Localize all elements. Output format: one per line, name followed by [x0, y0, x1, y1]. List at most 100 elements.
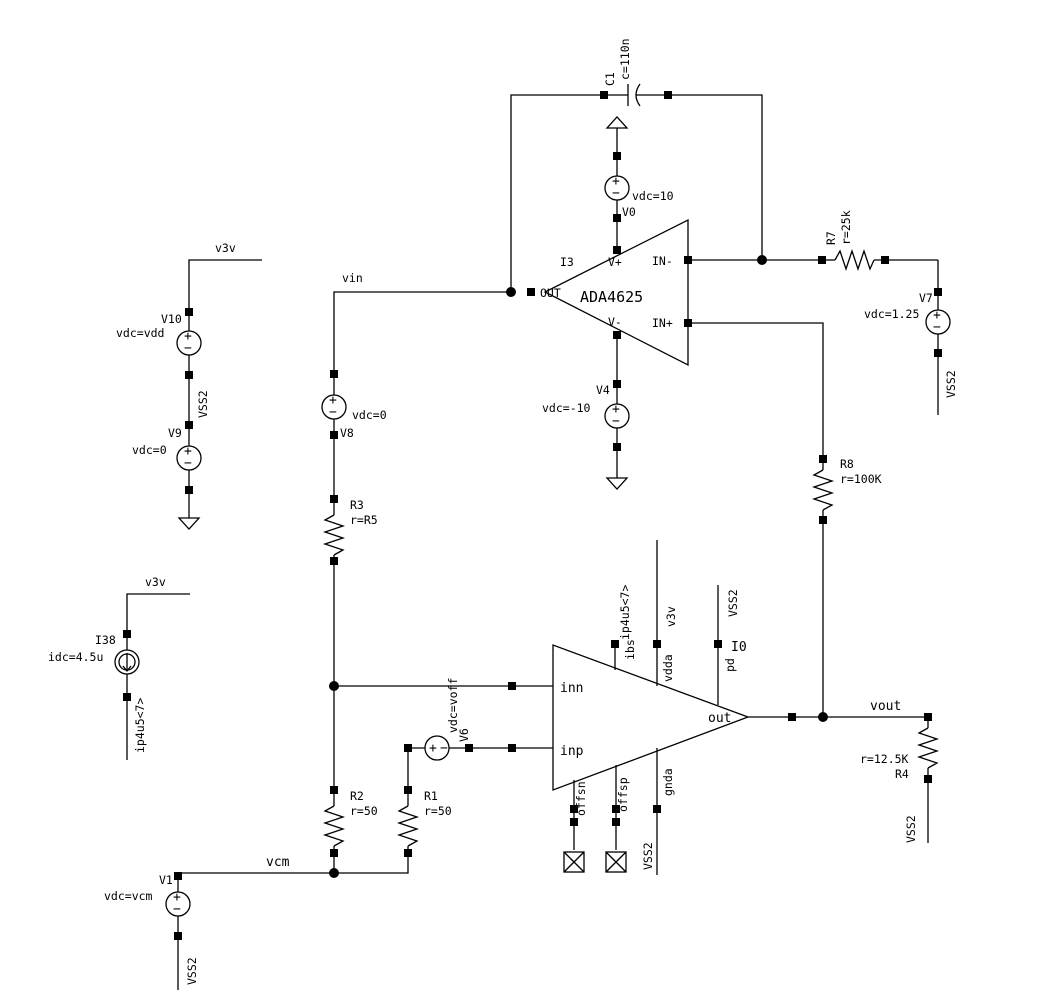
capacitor-c1-value: c=110n	[618, 38, 632, 80]
amplifier-triangle	[552, 644, 750, 791]
pin-marker	[330, 431, 338, 439]
pin-marker	[404, 849, 412, 857]
source-v10-value: vdc=vdd	[116, 326, 164, 340]
pin-marker	[600, 91, 608, 99]
pin-marker	[714, 640, 722, 648]
source-v0[interactable]: + − vdc=10 V0	[604, 116, 674, 250]
resistor-r2-name: R2	[350, 789, 364, 803]
source-v9[interactable]: + − V9 vdc=0	[132, 426, 202, 530]
capacitor-c1[interactable]: C1 c=110n	[510, 38, 763, 292]
pin-marker	[613, 152, 621, 160]
ground-symbol	[177, 517, 201, 530]
pin-marker	[123, 693, 131, 701]
pin-marker	[185, 371, 193, 379]
resistor-r3-value: r=R5	[350, 513, 378, 527]
resistor-r8[interactable]: R8 r=100K	[688, 322, 882, 717]
pin-marker	[174, 872, 182, 880]
source-v6[interactable]: + − vdc=voff V6	[407, 678, 553, 806]
pin-marker	[612, 818, 620, 826]
resistor-r1-value: r=50	[424, 804, 452, 818]
net-label-vss2: VSS2	[904, 815, 918, 843]
opamp-ada4625-instance: I3	[560, 255, 574, 269]
source-v10[interactable]: v3v + − V10 vdc=vdd VSS2	[116, 241, 262, 446]
pin-marker	[330, 557, 338, 565]
source-v10-name: V10	[161, 312, 182, 326]
source-v7[interactable]: + − V7 vdc=1.25 VSS2	[864, 260, 958, 415]
source-v0-name: V0	[622, 205, 636, 219]
net-label-v3v: v3v	[215, 241, 236, 255]
pin-marker	[185, 308, 193, 316]
resistor-zigzag	[322, 514, 346, 556]
source-v7-value: vdc=1.25	[864, 307, 919, 321]
pin-marker	[185, 421, 193, 429]
current-source-i38[interactable]: v3v I38 idc=4.5u ip4u5<7>	[48, 575, 190, 760]
source-v8-value: vdc=0	[352, 408, 387, 422]
wire-r1-to-v6	[407, 747, 425, 806]
pin-marker	[570, 818, 578, 826]
wire-c1-right	[668, 94, 763, 260]
source-v1-name: V1	[159, 873, 173, 887]
source-v8-name: V8	[340, 426, 354, 440]
resistor-r8-name: R8	[840, 457, 854, 471]
pin-marker	[818, 256, 826, 264]
wire-c1-left	[510, 94, 604, 292]
resistor-zigzag	[396, 805, 420, 847]
junction-dots	[329, 255, 828, 878]
noconn-terminal	[605, 851, 627, 873]
source-v4[interactable]: + − V4 vdc=-10	[542, 335, 630, 490]
pin-marker	[881, 256, 889, 264]
resistor-r2[interactable]: R2 r=50	[322, 789, 378, 873]
pin-marker	[404, 786, 412, 794]
pin-marker	[653, 640, 661, 648]
resistor-r7[interactable]: R7 r=25k	[688, 210, 938, 272]
pin-marker	[924, 713, 932, 721]
source-v8[interactable]: + − vdc=0 V8	[321, 393, 387, 440]
pin-marker	[570, 805, 578, 813]
junction-dot	[506, 287, 516, 297]
resistor-r1-name: R1	[424, 789, 438, 803]
pin-marker	[330, 849, 338, 857]
resistor-zigzag	[322, 805, 346, 847]
current-source-i38-name: I38	[95, 633, 116, 647]
pin-marker	[527, 288, 535, 296]
net-label-vss2: VSS2	[185, 957, 199, 985]
opamp-ada4625[interactable]: I3 ADA4625 V+ V- IN- IN+ OUT	[540, 218, 689, 367]
net-vin: vin	[333, 271, 511, 395]
opamp-pin-vplus-label: V+	[608, 255, 622, 269]
source-plus-sign: +	[173, 890, 181, 905]
junction-dot	[757, 255, 767, 265]
source-v0-value: vdc=10	[632, 189, 674, 203]
resistor-r3[interactable]: R3 r=R5	[322, 419, 378, 806]
source-plus-sign: +	[612, 402, 620, 417]
current-source-arrowhead	[122, 665, 132, 673]
pin-marker	[465, 744, 473, 752]
pin-marker	[819, 455, 827, 463]
amplifier-block[interactable]: inn inp out ibs vdda pd offsn offsp gnda…	[552, 639, 750, 816]
net-label-vss2: VSS2	[641, 842, 655, 870]
net-label-v3v: v3v	[664, 606, 678, 627]
wire-vin	[333, 291, 511, 395]
wire-v3v-a	[188, 259, 262, 331]
resistor-r4-name: R4	[895, 767, 909, 781]
wire-v3v-b	[126, 593, 190, 650]
noconn-terminal	[563, 851, 585, 873]
source-plus-sign: +	[329, 393, 337, 408]
source-minus-sign: −	[173, 902, 181, 917]
opamp-ada4625-triangle	[543, 218, 689, 367]
resistor-r1[interactable]: R1 r=50	[334, 789, 452, 874]
junction-dot	[329, 868, 339, 878]
resistor-r7-value: r=25k	[839, 210, 853, 245]
source-minus-sign: −	[184, 456, 192, 471]
pin-marker	[613, 443, 621, 451]
source-v1[interactable]: vcm + − V1 vdc=vcm VSS2	[104, 855, 334, 990]
amplifier-pin-gnda-label: gnda	[661, 768, 675, 796]
pin-marker	[684, 256, 692, 264]
pin-marker	[404, 744, 412, 752]
amplifier-top-wires: ip4u5<7> v3v VSS2	[614, 540, 740, 705]
net-label-vss2: VSS2	[944, 370, 958, 398]
amplifier-pin-vdda-label: vdda	[661, 654, 675, 682]
pin-marker	[924, 775, 932, 783]
resistor-r4[interactable]: vout r=12.5K R4 VSS2	[748, 699, 940, 843]
resistor-r4-value: r=12.5K	[860, 752, 909, 766]
